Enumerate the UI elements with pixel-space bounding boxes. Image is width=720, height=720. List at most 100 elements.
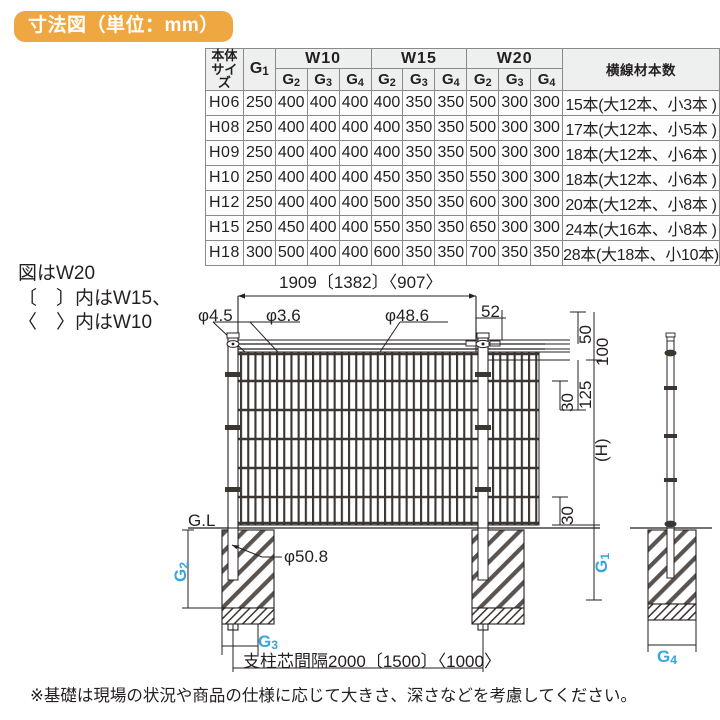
leader-dia-50-8	[231, 544, 282, 558]
cell-w10-g2: 500	[274, 239, 308, 266]
dim-H-label: (H)	[592, 438, 611, 462]
table-header-row-1: 本体 サイズ G1 W10 W15 W20 横線材本数	[205, 47, 720, 91]
legend-block: 図はW20 〔 〕内はW15、 〈 〉内はW10	[18, 262, 171, 336]
cell-g1: 300	[242, 239, 276, 266]
cell-w15-g2: 400	[370, 89, 404, 116]
cell-w15-g3: 350	[402, 239, 436, 266]
cell-body-size: H18	[205, 239, 244, 266]
dim-dia-3-6-label: φ3.6	[266, 306, 301, 325]
cell-w20-g3: 300	[498, 114, 532, 141]
cell-w20-g2: 700	[466, 239, 500, 266]
cell-w10-g2: 400	[274, 189, 308, 216]
cell-w15-g4: 350	[434, 139, 468, 166]
cell-w15-g4: 350	[434, 89, 468, 116]
cell-w10-g3: 400	[306, 239, 340, 266]
cell-w15-g2: 550	[370, 214, 404, 241]
cell-body-size: H06	[205, 89, 244, 116]
dim-g3	[221, 624, 259, 655]
legend-line-1: 図はW20	[18, 263, 96, 284]
cell-w15-g4: 350	[434, 214, 468, 241]
dim-dia-4-5-label: φ4.5	[198, 306, 233, 325]
cell-w10-g3: 400	[306, 214, 340, 241]
cell-w20-g2: 500	[466, 139, 500, 166]
cell-w15-g4: 350	[434, 189, 468, 216]
dim-g3-label: G3	[258, 632, 279, 653]
dim-dia-50-8-label: φ50.8	[284, 547, 329, 566]
cell-w10-g2: 400	[274, 114, 308, 141]
cell-w10-g2: 450	[274, 214, 308, 241]
cell-body-size: H10	[205, 164, 244, 191]
header-body-size-line2: サイズ	[211, 61, 238, 91]
cell-g1: 250	[242, 164, 276, 191]
cell-wire-count: 18本(大12本、小6本 )	[562, 139, 720, 166]
cell-w10-g4: 400	[338, 239, 372, 266]
ground-line-label: G.L	[188, 511, 216, 530]
dim-52-label: 52	[481, 302, 500, 321]
cell-wire-count: 20本(大12本、小8本 )	[562, 189, 720, 216]
cell-w10-g4: 400	[338, 214, 372, 241]
cell-w15-g2: 400	[370, 114, 404, 141]
cell-w20-g2: 500	[466, 89, 500, 116]
header-wire-count: 横線材本数	[562, 48, 720, 91]
cell-w15-g4: 350	[434, 239, 468, 266]
dim-50-label: 50	[576, 325, 595, 344]
foundation-middle	[471, 527, 525, 625]
cell-w10-g4: 400	[338, 164, 372, 191]
cell-wire-count: 18本(大12本、小6本 )	[562, 164, 720, 191]
cell-w20-g3: 300	[498, 139, 532, 166]
cell-w10-g3: 400	[306, 89, 340, 116]
header-w20-g3: G3	[498, 68, 532, 91]
cell-w15-g2: 600	[370, 239, 404, 266]
cell-w15-g3: 350	[402, 189, 436, 216]
cell-w15-g3: 350	[402, 139, 436, 166]
dim-right-vertical	[552, 311, 602, 601]
dim-30-upper-label: 30	[558, 393, 577, 412]
dim-100-label: 100	[593, 337, 612, 366]
cell-w20-g4: 300	[530, 214, 564, 241]
cell-wire-count: 17本(大12本、小5本 )	[562, 114, 720, 141]
header-w20: W20	[466, 47, 564, 70]
cell-body-size: H09	[205, 139, 244, 166]
dim-30-lower-label: 30	[558, 506, 577, 525]
cell-body-size: H15	[205, 214, 244, 241]
dim-g2	[182, 529, 222, 609]
cell-w20-g2: 650	[466, 214, 500, 241]
foundation-left	[221, 527, 275, 625]
cell-w15-g2: 450	[370, 164, 404, 191]
header-g1: G1	[242, 48, 276, 91]
table-header: 本体 サイズ G1 W10 W15 W20 横線材本数 G2 G3 G4 G2 …	[205, 47, 720, 91]
post-spacing-label: 支柱芯間隔2000〔1500〕〈1000〉	[243, 652, 501, 671]
cell-wire-count: 15本(大12本、小3本 )	[562, 89, 720, 116]
cell-w10-g2: 400	[274, 164, 308, 191]
dim-52	[475, 296, 506, 340]
table-header-row-2: G2 G3 G4 G2 G3 G4 G2 G3 G4	[206, 68, 720, 91]
cell-g1: 250	[242, 139, 276, 166]
header-w10: W10	[274, 47, 372, 70]
dim-g4-label: G4	[657, 647, 678, 668]
specification-table: 本体 サイズ G1 W10 W15 W20 横線材本数 G2 G3 G4 G2 …	[205, 47, 720, 266]
fence-posts	[225, 332, 491, 631]
right-extension-rails	[488, 339, 570, 361]
header-body-size-line1: 本体	[211, 48, 238, 63]
header-w15-g4: G4	[434, 68, 468, 91]
cell-w10-g2: 400	[274, 89, 308, 116]
cell-g1: 250	[242, 89, 276, 116]
cell-w10-g3: 400	[306, 164, 340, 191]
cell-w20-g4: 300	[530, 189, 564, 216]
page-title-badge: 寸法図（単位：mm）	[14, 11, 233, 42]
cell-g1: 250	[242, 189, 276, 216]
cell-w10-g4: 400	[338, 189, 372, 216]
header-w20-g4: G4	[530, 68, 564, 91]
cell-w10-g3: 400	[306, 139, 340, 166]
cell-w20-g3: 300	[498, 164, 532, 191]
cell-w20-g4: 300	[530, 139, 564, 166]
dim-post-spacing	[232, 624, 484, 672]
legend-line-3: 〈 〉内はW10	[18, 312, 153, 334]
cell-w10-g3: 400	[306, 114, 340, 141]
cell-w15-g2: 400	[370, 139, 404, 166]
